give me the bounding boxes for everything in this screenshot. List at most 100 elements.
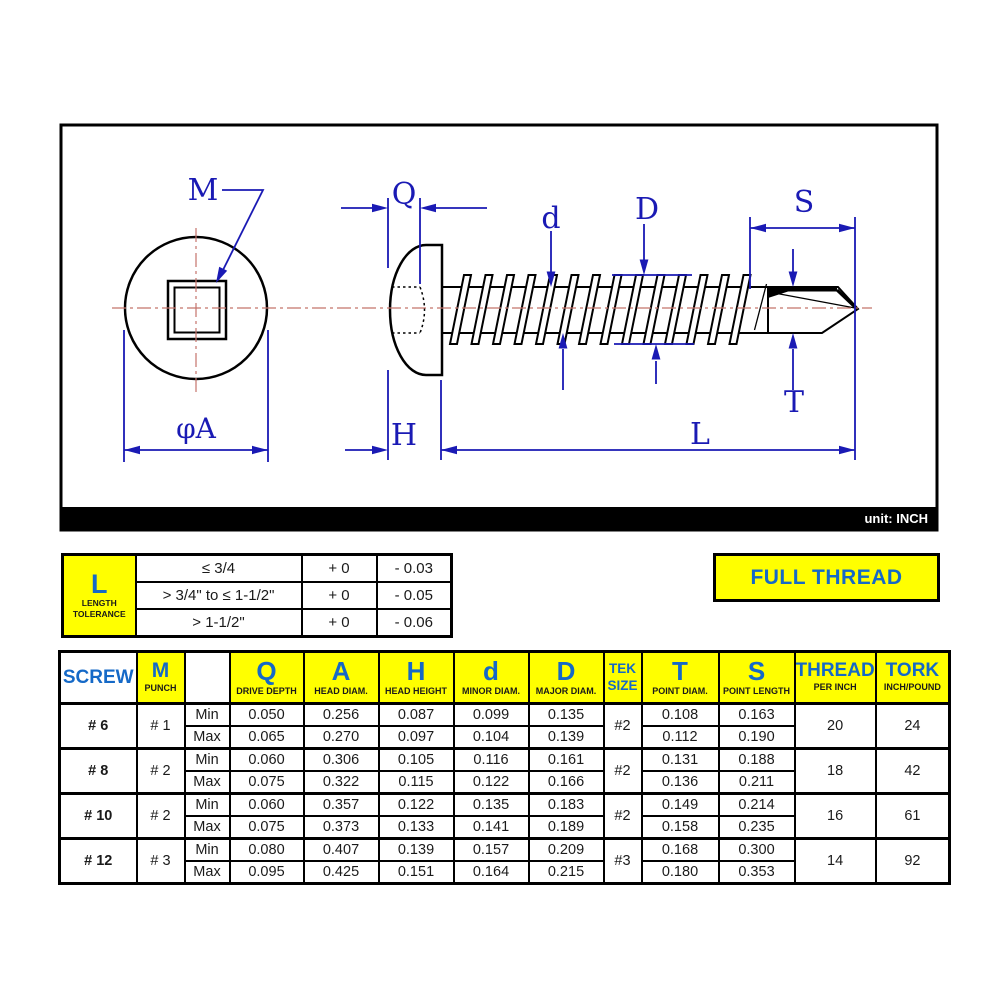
col-thread: THREAD PER INCH [793, 650, 877, 705]
tolerance-range: > 1-1/2" [134, 608, 303, 638]
dd-max: 0.139 [527, 725, 605, 750]
a-max: 0.322 [302, 770, 380, 795]
tolerance-label-line2: TOLERANCE [72, 609, 126, 619]
q-max: 0.075 [228, 770, 305, 795]
col-minmax [183, 650, 231, 705]
spec-row-12-min: # 12 # 3 Min 0.080 0.407 0.139 0.157 0.2… [58, 837, 951, 885]
h-min: 0.105 [377, 747, 455, 772]
min-label: Min [183, 747, 231, 772]
tork: 92 [874, 837, 951, 885]
t-max: 0.158 [640, 815, 720, 840]
tolerance-plus: + 0 [300, 581, 378, 610]
col-screw: SCREW [58, 650, 138, 705]
h-max: 0.115 [377, 770, 455, 795]
tork: 61 [874, 792, 951, 840]
spec-table: SCREW M PUNCH Q DRIVE DEPTH A HEAD DIAM.… [58, 650, 952, 885]
thread-per-inch: 20 [793, 702, 877, 750]
a-min: 0.256 [302, 702, 380, 727]
dim-label-q: Q [392, 177, 417, 212]
dd-max: 0.189 [527, 815, 605, 840]
t-min: 0.168 [640, 837, 720, 862]
col-d: d MINOR DIAM. [452, 650, 530, 705]
tolerance-minus: - 0.06 [375, 608, 453, 638]
unit-bar [61, 507, 937, 530]
d-max: 0.104 [452, 725, 530, 750]
full-thread-badge: FULL THREAD [713, 553, 940, 602]
d-max: 0.122 [452, 770, 530, 795]
unit-label: unit: INCH [864, 511, 928, 526]
s-max: 0.235 [717, 815, 796, 840]
screw-size: # 8 [58, 747, 138, 795]
t-max: 0.136 [640, 770, 720, 795]
max-label: Max [183, 860, 231, 885]
tek-size: #2 [602, 792, 643, 840]
h-max: 0.097 [377, 725, 455, 750]
screw-size: # 12 [58, 837, 138, 885]
col-tork: TORK INCH/POUND [874, 650, 951, 705]
socket-hidden-lines [392, 286, 426, 334]
spec-row-6-min: # 6 # 1 Min 0.050 0.256 0.087 0.099 0.13… [58, 702, 951, 750]
h-min: 0.139 [377, 837, 455, 862]
dd-max: 0.166 [527, 770, 605, 795]
t-min: 0.108 [640, 702, 720, 727]
dd-min: 0.135 [527, 702, 605, 727]
tolerance-range: > 3/4" to ≤ 1-1/2" [134, 581, 303, 610]
dim-label-s: S [794, 185, 815, 220]
s-min: 0.163 [717, 702, 796, 727]
spec-row-12-max: Max 0.095 0.425 0.151 0.164 0.215 0.180 … [60, 860, 950, 885]
screw-size: # 10 [58, 792, 138, 840]
tolerance-minus: - 0.05 [375, 581, 453, 610]
col-s: S POINT LENGTH [717, 650, 796, 705]
spec-header-row: SCREW M PUNCH Q DRIVE DEPTH A HEAD DIAM.… [58, 650, 951, 705]
tek-size: #2 [602, 747, 643, 795]
length-tolerance-table: L LENGTH TOLERANCE ≤ 3/4 + 0 - 0.03 > 3/… [61, 553, 453, 638]
max-label: Max [183, 725, 231, 750]
dimension-labels: M Q d D S T H L φA [176, 173, 814, 453]
punch-size: # 2 [135, 792, 186, 840]
a-min: 0.407 [302, 837, 380, 862]
thread-per-inch: 16 [793, 792, 877, 840]
max-label: Max [183, 815, 231, 840]
tolerance-minus: - 0.03 [375, 553, 453, 583]
dimension-lines [123, 189, 856, 462]
centerlines [112, 228, 872, 392]
min-label: Min [183, 837, 231, 862]
screw-side-view [388, 243, 860, 377]
dd-min: 0.161 [527, 747, 605, 772]
q-min: 0.060 [228, 747, 305, 772]
punch-size: # 3 [135, 837, 186, 885]
dim-label-t: T [784, 385, 804, 420]
punch-size: # 1 [135, 702, 186, 750]
tek-size: #3 [602, 837, 643, 885]
col-h: H HEAD HEIGHT [377, 650, 455, 705]
t-max: 0.112 [640, 725, 720, 750]
q-max: 0.075 [228, 815, 305, 840]
tolerance-letter: L [91, 569, 108, 600]
q-min: 0.050 [228, 702, 305, 727]
tolerance-range: ≤ 3/4 [134, 553, 303, 583]
tolerance-plus: + 0 [300, 608, 378, 638]
col-a: A HEAD DIAM. [302, 650, 380, 705]
col-q: Q DRIVE DEPTH [228, 650, 305, 705]
h-min: 0.122 [377, 792, 455, 817]
dim-label-dd: D [635, 192, 659, 227]
d-max: 0.141 [452, 815, 530, 840]
d-max: 0.164 [452, 860, 530, 885]
a-max: 0.425 [302, 860, 380, 885]
s-max: 0.353 [717, 860, 796, 885]
h-min: 0.087 [377, 702, 455, 727]
t-min: 0.131 [640, 747, 720, 772]
punch-size: # 2 [135, 747, 186, 795]
s-max: 0.190 [717, 725, 796, 750]
dd-min: 0.209 [527, 837, 605, 862]
tolerance-label-line1: LENGTH [81, 598, 117, 609]
a-max: 0.270 [302, 725, 380, 750]
screw-head [388, 243, 444, 377]
screw-size: # 6 [58, 702, 138, 750]
tork: 42 [874, 747, 951, 795]
dim-label-h: H [391, 418, 417, 453]
min-label: Min [183, 792, 231, 817]
col-t: T POINT DIAM. [640, 650, 720, 705]
